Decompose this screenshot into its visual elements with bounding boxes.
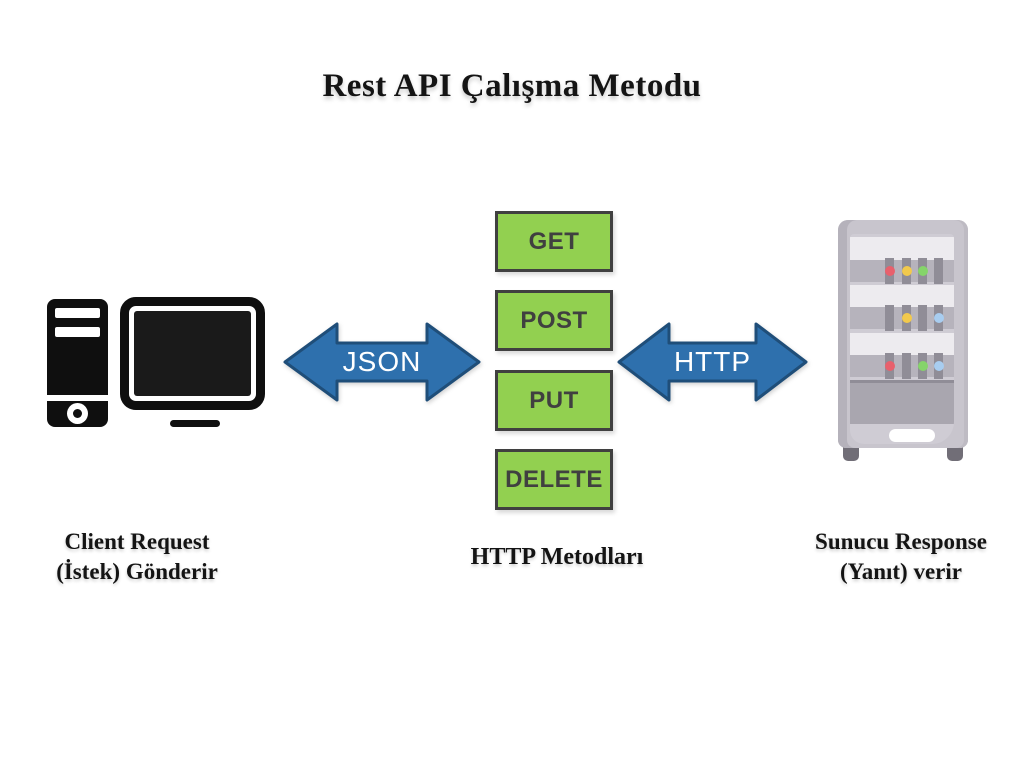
rack-unit-face <box>850 285 954 308</box>
client-caption-line1: Client Request <box>64 529 210 554</box>
http-arrow-label: HTTP <box>673 346 752 377</box>
method-label: DELETE <box>505 465 603 493</box>
double-arrow-icon <box>617 322 808 402</box>
method-label: PUT <box>529 386 579 414</box>
client-computer-icon <box>45 295 267 435</box>
methods-caption: HTTP Metodları <box>470 544 644 570</box>
led-indicator <box>885 266 895 276</box>
tower-power-button-icon <box>67 403 88 424</box>
client-caption: Client Request (İstek) Gönderir <box>17 527 257 587</box>
method-label: GET <box>528 227 580 255</box>
server-caption-line1: Sunucu Response <box>815 529 987 554</box>
http-arrow: HTTP <box>617 322 808 402</box>
monitor-screen <box>134 311 251 396</box>
page-title: Rest API Çalışma Metodu <box>322 68 702 104</box>
vent-slat <box>918 305 927 331</box>
tower-drive-slot <box>55 308 100 318</box>
client-caption-line2: (İstek) Gönderir <box>56 559 218 584</box>
rack-unit-vents <box>850 258 954 284</box>
rack-unit-face <box>850 333 954 356</box>
led-indicator <box>885 361 895 371</box>
double-arrow-icon <box>283 322 481 402</box>
server-rack-icon <box>838 220 968 463</box>
server-body <box>838 220 968 448</box>
server-foot <box>843 446 859 461</box>
monitor-stand <box>170 420 220 427</box>
led-indicator <box>918 361 928 371</box>
method-label: POST <box>520 306 588 334</box>
double-arrow-shape <box>283 322 481 402</box>
server-caption-line2: (Yanıt) verir <box>840 559 962 584</box>
rack-unit-vents <box>850 305 954 331</box>
computer-tower-icon <box>47 299 108 427</box>
server-base-vent <box>850 380 954 424</box>
rack-unit-vents <box>850 353 954 379</box>
vent-slat <box>902 353 911 379</box>
double-arrow-shape <box>617 322 808 402</box>
led-indicator <box>902 313 912 323</box>
json-arrow: JSON <box>283 322 481 402</box>
server-foot <box>947 446 963 461</box>
vent-slat <box>885 305 894 331</box>
tower-divider <box>47 395 108 401</box>
vent-slat <box>934 258 943 284</box>
json-arrow-label: JSON <box>342 346 422 377</box>
tower-power-button-center <box>73 409 82 418</box>
method-box-put: PUT <box>495 370 613 431</box>
server-front-panel <box>850 234 954 444</box>
method-box-get: GET <box>495 211 613 272</box>
server-handle <box>889 429 935 442</box>
led-indicator <box>934 361 944 371</box>
method-box-delete: DELETE <box>495 449 613 510</box>
led-indicator <box>918 266 928 276</box>
method-box-post: POST <box>495 290 613 351</box>
monitor-icon <box>120 297 265 410</box>
led-indicator <box>902 266 912 276</box>
rack-unit-face <box>850 237 954 260</box>
led-indicator <box>934 313 944 323</box>
server-caption: Sunucu Response (Yanıt) verir <box>781 527 1021 587</box>
tower-drive-slot <box>55 327 100 337</box>
